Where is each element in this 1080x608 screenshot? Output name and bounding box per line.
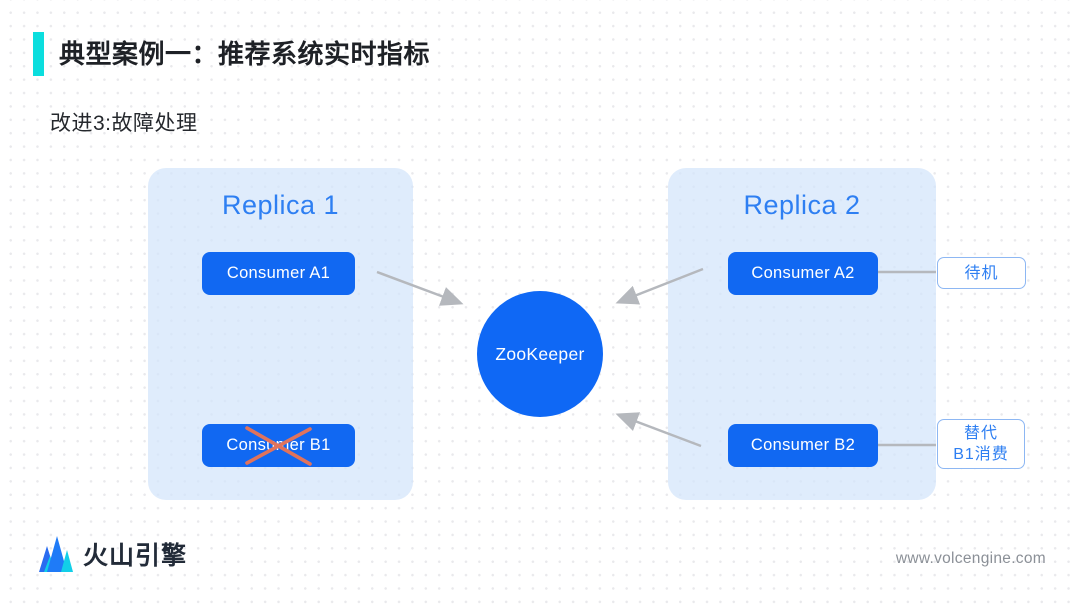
- node-consumer-b2: Consumer B2: [728, 424, 878, 467]
- slide-subtitle: 改进3:故障处理: [50, 112, 198, 135]
- annotation-replace-line2: B1消费: [953, 446, 1009, 463]
- slide-title: 典型案例一：推荐系统实时指标: [59, 39, 431, 69]
- annotation-replace-b1: 替代 B1消费: [937, 419, 1025, 469]
- volcengine-mountains-icon: [39, 536, 73, 572]
- brand-name: 火山引擎: [83, 542, 188, 570]
- node-consumer-b1: Consumer B1: [202, 424, 355, 467]
- replica-2-container: Replica 2 Consumer A2 Consumer B2: [668, 168, 936, 500]
- brand-logo: 火山引擎: [38, 534, 187, 574]
- annotation-standby: 待机: [937, 257, 1026, 289]
- replica-1-container: Replica 1 Consumer A1 Consumer B1: [148, 168, 413, 500]
- annotation-replace-line1: 替代: [963, 425, 998, 442]
- title-accent-bar: [33, 32, 44, 76]
- replica-1-title: Replica 1: [221, 190, 340, 220]
- annotation-standby-label: 待机: [964, 264, 999, 282]
- replica-2-title: Replica 2: [743, 190, 861, 220]
- website-url: www.volcengine.com: [895, 550, 1046, 567]
- node-consumer-a2: Consumer A2: [728, 252, 878, 295]
- node-zookeeper: ZooKeeper: [477, 291, 603, 417]
- node-consumer-a1: Consumer A1: [202, 252, 355, 295]
